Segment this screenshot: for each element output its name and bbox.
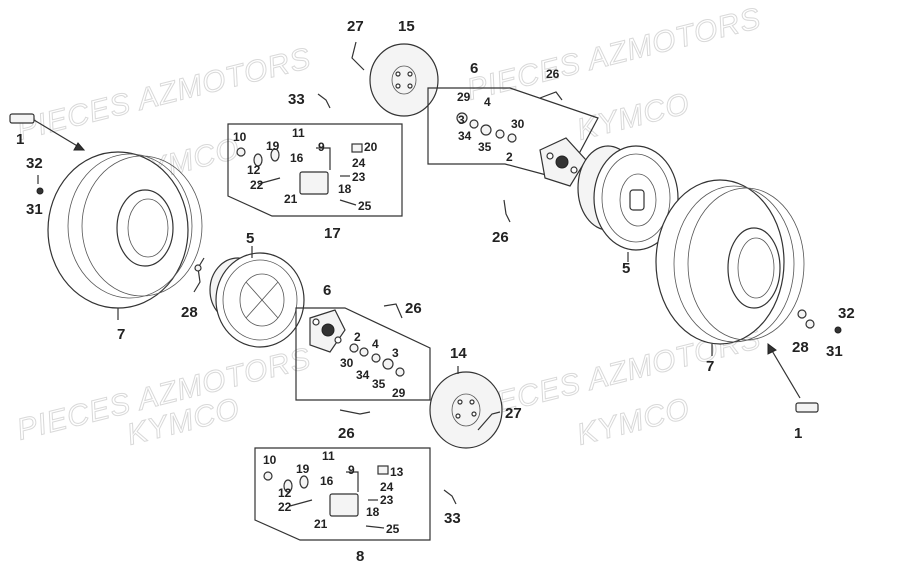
callout-35: 35 — [478, 140, 492, 154]
watermark-text: PIECES AZMOTORS — [464, 2, 765, 107]
callout-25: 25 — [358, 199, 372, 213]
callout-10: 10 — [233, 130, 247, 144]
hub-small-parts-right — [456, 112, 517, 143]
callout-9: 9 — [318, 140, 325, 154]
callout-24: 24 — [352, 156, 366, 170]
callout-6: 6 — [470, 60, 478, 77]
callout-35: 35 — [372, 377, 386, 391]
left-hub — [309, 309, 346, 353]
callout-29: 29 — [457, 90, 471, 104]
callout-24: 24 — [380, 480, 394, 494]
watermark-text: KYMCO — [574, 392, 694, 452]
callout-6: 6 — [323, 282, 331, 299]
callout-28: 28 — [792, 339, 809, 356]
callout-labels: 1 32 31 7 28 5 33 27 15 10 11 19 9 20 16… — [16, 18, 855, 565]
callout-7: 7 — [117, 326, 125, 343]
caliper-parts-top — [236, 143, 363, 206]
callout-9: 9 — [348, 463, 355, 477]
left-wheel-rim — [209, 246, 305, 348]
callout-10: 10 — [263, 453, 277, 467]
callout-28: 28 — [181, 304, 198, 321]
callout-14: 14 — [450, 345, 467, 362]
right-tire — [655, 179, 805, 356]
callout-11: 11 — [292, 126, 305, 140]
callout-19: 19 — [266, 139, 280, 153]
callout-18: 18 — [366, 505, 380, 519]
right-wheel-rim — [577, 145, 679, 262]
callout-13: 13 — [390, 465, 404, 479]
callout-15: 15 — [398, 18, 415, 35]
callout-16: 16 — [320, 474, 334, 488]
callout-27: 27 — [505, 405, 522, 422]
callout-27: 27 — [347, 18, 364, 35]
callout-32: 32 — [26, 155, 43, 172]
caliper-kit-box-top — [227, 123, 403, 217]
callout-3: 3 — [458, 113, 465, 127]
callout-17: 17 — [324, 225, 341, 242]
callout-21: 21 — [284, 192, 298, 206]
top-brake-disc — [369, 43, 439, 117]
callout-26: 26 — [492, 229, 509, 246]
callout-34: 34 — [458, 129, 472, 143]
watermark-text: KYMCO — [574, 87, 694, 147]
callout-3: 3 — [392, 346, 399, 360]
hub-kit-box-left — [295, 307, 431, 401]
callout-30: 30 — [340, 356, 354, 370]
hub-small-parts-left — [349, 343, 405, 377]
callout-31: 31 — [26, 201, 43, 218]
callout-2: 2 — [354, 330, 361, 344]
callout-8: 8 — [356, 548, 364, 565]
callout-12: 12 — [278, 486, 292, 500]
callout-11: 11 — [322, 449, 335, 463]
callout-2: 2 — [506, 150, 513, 164]
callout-19: 19 — [296, 462, 310, 476]
callout-33: 33 — [444, 510, 461, 527]
callout-31: 31 — [826, 343, 843, 360]
callout-1: 1 — [794, 425, 802, 442]
callout-26: 26 — [405, 300, 422, 317]
callout-25: 25 — [386, 522, 400, 536]
callout-22: 22 — [278, 500, 292, 514]
callout-26: 26 — [546, 67, 560, 81]
callout-16: 16 — [290, 151, 304, 165]
callout-4: 4 — [372, 337, 379, 351]
callout-5: 5 — [622, 260, 630, 277]
callout-12: 12 — [247, 163, 261, 177]
right-hub — [539, 137, 587, 187]
hardware-items — [9, 41, 842, 505]
caliper-kit-box-bottom — [254, 447, 431, 541]
callout-26: 26 — [338, 425, 355, 442]
callout-23: 23 — [380, 493, 394, 507]
callout-18: 18 — [338, 182, 352, 196]
callout-23: 23 — [352, 170, 366, 184]
caliper-parts-bottom — [263, 465, 389, 529]
callout-30: 30 — [511, 117, 525, 131]
callout-29: 29 — [392, 386, 406, 400]
callout-5: 5 — [246, 230, 254, 247]
left-tire — [47, 151, 203, 320]
watermark-text: PIECES AZMOTORS — [14, 42, 315, 147]
callout-22: 22 — [250, 178, 264, 192]
callout-33: 33 — [288, 91, 305, 108]
callout-21: 21 — [314, 517, 328, 531]
callout-4: 4 — [484, 95, 491, 109]
callout-20: 20 — [364, 140, 378, 154]
callout-1: 1 — [16, 131, 24, 148]
callout-7: 7 — [706, 358, 714, 375]
callout-34: 34 — [356, 368, 370, 382]
left-brake-disc — [429, 366, 503, 449]
callout-32: 32 — [838, 305, 855, 322]
